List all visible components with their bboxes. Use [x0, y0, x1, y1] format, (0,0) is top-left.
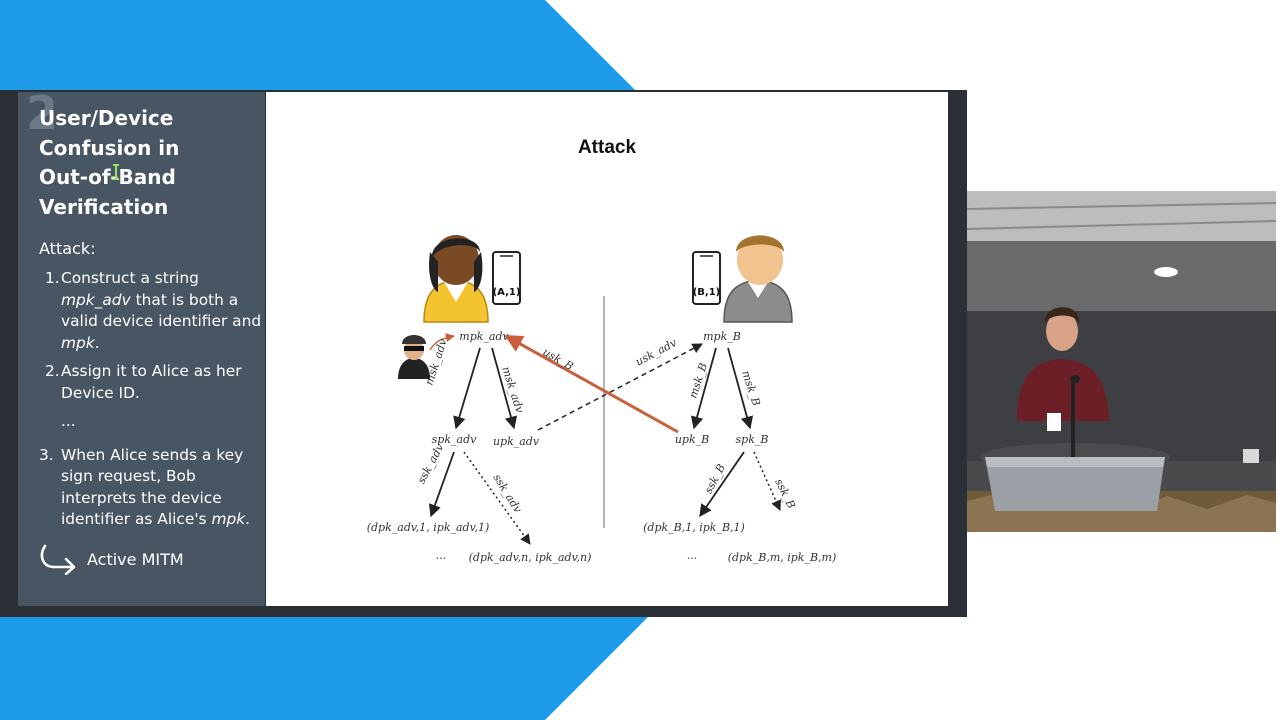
slide-sidebar: 2 User/Device Confusion in Out-of-Band V… [18, 92, 265, 606]
curved-arrow-icon [40, 544, 76, 575]
sidebar-title: User/Device Confusion in Out-of-Band Ver… [39, 104, 259, 222]
text-cursor-icon [113, 164, 119, 180]
usk-adv-label: usk_adv [633, 336, 679, 369]
list-item: 3. When Alice sends a key sign request, … [39, 445, 263, 531]
step-text-part: that is both a valid device identifier a… [61, 290, 262, 331]
left-root-label: mpk_adv [459, 330, 509, 343]
step-text-part: When Alice sends a key sign request, Bob… [61, 445, 244, 529]
cross-arrow-dashed [537, 343, 703, 431]
right-tree-left-ssk: ssk_B [702, 462, 728, 496]
step-number: 1. [45, 269, 60, 287]
bob-person-icon [723, 235, 793, 323]
list-item: 2. Assign it to Alice as her Device ID. [39, 361, 263, 404]
step-text: Construct a string mpk_adv that is both a… [61, 268, 263, 354]
left-tree-edge [428, 451, 455, 518]
right-leaf-first: (dpk_B,1, ipk_B,1) [643, 521, 745, 534]
right-tree-edge [690, 347, 717, 430]
right-root-label: mpk_B [703, 330, 741, 343]
title-line: User/Device [39, 106, 174, 130]
slide-title: Attack [577, 137, 637, 158]
mitm-label: Active MITM [87, 549, 184, 569]
left-leaf-first: (dpk_adv,1, ipk_adv,1) [367, 521, 490, 534]
attack-label: Attack: [39, 239, 96, 258]
step-text-part: . [245, 510, 251, 528]
slide-content: Attack (A,1) [266, 92, 948, 606]
right-leaf-dots: ... [687, 549, 698, 562]
alice-device-label: (A,1) [493, 287, 521, 298]
right-tree-edge [699, 451, 745, 518]
phone-icon: (B,1) [692, 251, 721, 305]
step-text-part: . [94, 333, 100, 352]
left-edge-label: msk_adv [422, 336, 449, 386]
top-blue-band [0, 0, 635, 90]
right-ssk-label: ssk_adv [490, 472, 524, 516]
right-spk-label: spk_B [736, 433, 769, 446]
title-line: Verification [39, 194, 169, 219]
title-line: Out-of-Band [39, 165, 176, 189]
attack-steps: 1. Construct a string mpk_adv that is bot… [39, 268, 263, 538]
usk-b-label: usk_B [541, 345, 576, 373]
phone-icon: (A,1) [492, 251, 521, 305]
step-text-italic: mpk_adv [61, 290, 131, 309]
step-number: 2. [45, 362, 60, 380]
step-number: 3. [39, 445, 54, 464]
right-tree-right-ssk: ssk_B [772, 477, 798, 511]
step-text-italic: mpk [61, 333, 95, 352]
right-tree-edge [753, 451, 781, 511]
step-text-part: Construct a string [61, 269, 199, 287]
left-upk-label: upk_adv [493, 435, 540, 448]
left-ssk-label: ssk_adv [415, 441, 447, 486]
list-item: 1. Construct a string mpk_adv that is bot… [39, 268, 263, 354]
speaker-video-feed [967, 191, 1276, 532]
slide-number: 2 [26, 92, 59, 140]
adversary-spy-icon [398, 333, 455, 379]
right-upk-label: upk_B [675, 433, 709, 446]
step-text-italic: mpk [211, 510, 246, 528]
alice-person-icon [423, 235, 489, 323]
left-leaf-last: (dpk_adv,n, ipk_adv,n) [469, 551, 592, 564]
bottom-blue-band [0, 617, 648, 720]
left-tree-edge [491, 347, 518, 430]
step-ellipsis: ... [61, 412, 76, 430]
mitm-note: Active MITM [39, 543, 184, 575]
left-spk-label: spk_adv [432, 433, 477, 446]
left-tree-edge [463, 451, 531, 545]
step-text: When Alice sends a key sign request, Bob… [61, 445, 263, 531]
cross-arrow-attack [504, 334, 679, 434]
bob-device-label: (B,1) [693, 287, 721, 298]
right-tree-edge [727, 347, 754, 430]
right-leaf-last: (dpk_B,m, ipk_B,m) [728, 551, 837, 564]
title-line: Confusion in [39, 135, 180, 160]
step-text: Assign it to Alice as her Device ID. [61, 362, 242, 402]
left-tree-edge [453, 347, 481, 430]
left-leaf-dots: ... [436, 549, 447, 562]
attack-diagram: (A,1) (B,1) mpk_adv spk_adv up [367, 235, 837, 564]
